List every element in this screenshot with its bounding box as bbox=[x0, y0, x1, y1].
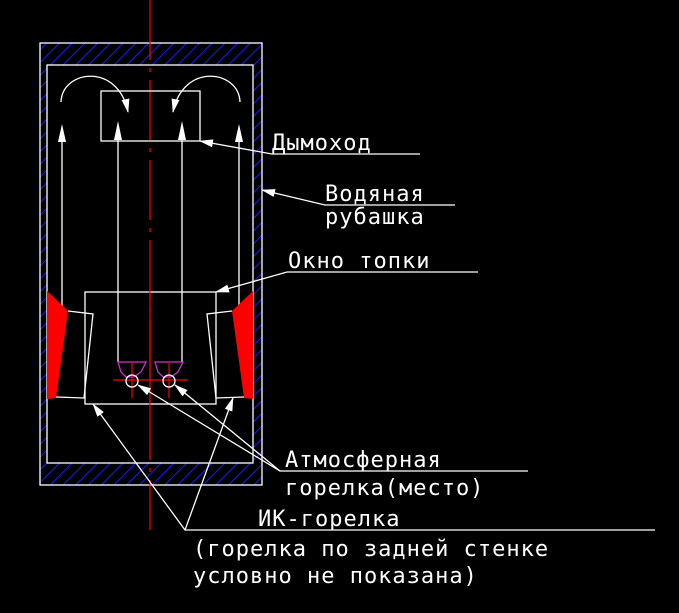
label-firebox-window: Окно топки bbox=[288, 249, 430, 274]
label-atmospheric-burner-2: горелка(место) bbox=[285, 476, 484, 501]
chimney bbox=[100, 90, 201, 142]
leader-lines bbox=[92, 139, 655, 531]
label-chimney: Дымоход bbox=[272, 131, 372, 156]
label-ir-burner: ИК-горелка bbox=[258, 507, 400, 532]
inner-wall bbox=[46, 64, 254, 464]
ir-burner-left bbox=[47, 291, 94, 399]
label-ir-note-2: условно не показана) bbox=[193, 564, 478, 589]
label-atmospheric-burner: Атмосферная bbox=[285, 448, 442, 473]
ir-burner-right bbox=[206, 291, 253, 399]
flow-arrows bbox=[58, 75, 243, 362]
water-jacket-hatch bbox=[40, 43, 262, 485]
atmospheric-burners bbox=[113, 361, 188, 398]
outer-wall bbox=[39, 42, 263, 486]
label-water-jacket-2: рубашка bbox=[325, 205, 425, 230]
label-ir-note-1: (горелка по задней стенке bbox=[193, 537, 549, 562]
label-water-jacket: Водяная bbox=[325, 182, 425, 207]
